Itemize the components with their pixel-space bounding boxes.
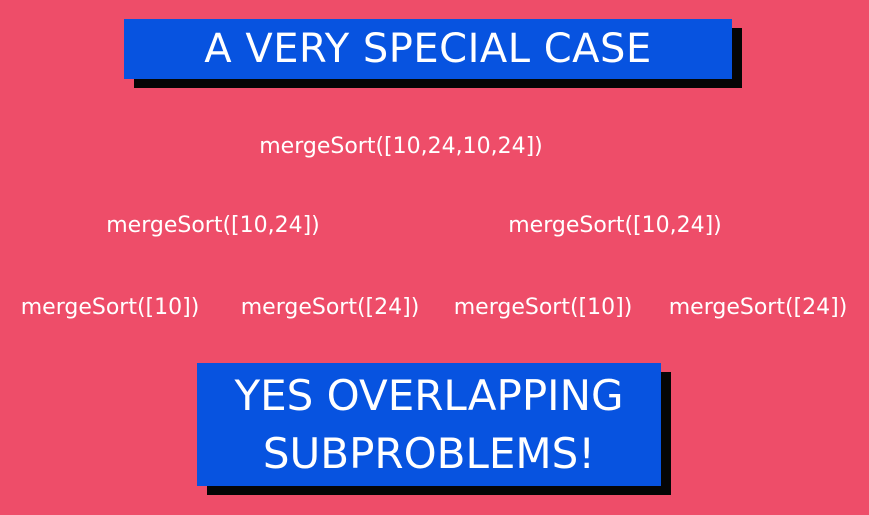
conclusion-banner: YES OVERLAPPING SUBPROBLEMS! xyxy=(197,363,661,486)
conclusion-line-1: YES OVERLAPPING xyxy=(234,371,624,420)
tree-node-right: mergeSort([10,24]) xyxy=(508,213,722,238)
tree-node-left-left: mergeSort([10]) xyxy=(20,295,200,320)
tree-node-left-right: mergeSort([24]) xyxy=(240,295,420,320)
page-title: A VERY SPECIAL CASE xyxy=(204,26,652,72)
tree-node-right-left: mergeSort([10]) xyxy=(453,295,633,320)
tree-node-root: mergeSort([10,24,10,24]) xyxy=(259,134,543,159)
tree-node-left: mergeSort([10,24]) xyxy=(106,213,320,238)
title-banner: A VERY SPECIAL CASE xyxy=(124,19,732,79)
tree-node-right-right: mergeSort([24]) xyxy=(668,295,848,320)
conclusion-line-2: SUBPROBLEMS! xyxy=(262,429,596,478)
